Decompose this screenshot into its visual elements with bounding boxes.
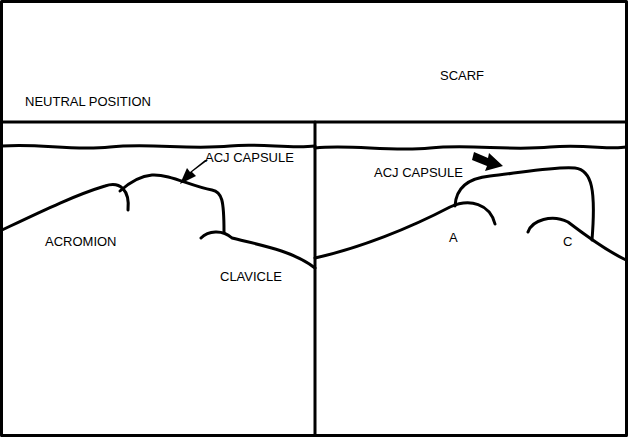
skin-line — [2, 145, 315, 148]
part-label: CLAVICLE — [220, 270, 282, 283]
skin-line — [315, 146, 626, 149]
part-label: ACJ CAPSULE — [205, 151, 294, 164]
part-label: ACJ CAPSULE — [374, 166, 463, 179]
divider — [314, 122, 317, 437]
part-label: C — [563, 235, 572, 248]
acromion-bone — [2, 185, 128, 230]
pointer-arrow — [180, 160, 208, 184]
part-label: A — [449, 231, 458, 244]
acj-capsule — [455, 168, 593, 240]
clavicle-bone — [528, 218, 626, 260]
part-label: ACROMION — [45, 235, 117, 248]
acj-capsule — [120, 175, 224, 232]
acromion-bone — [315, 203, 495, 258]
panel-heading: SCARF — [440, 69, 484, 82]
pointer-arrow — [472, 152, 503, 171]
panel-heading: NEUTRAL POSITION — [25, 95, 151, 108]
clavicle-bone — [201, 232, 315, 268]
